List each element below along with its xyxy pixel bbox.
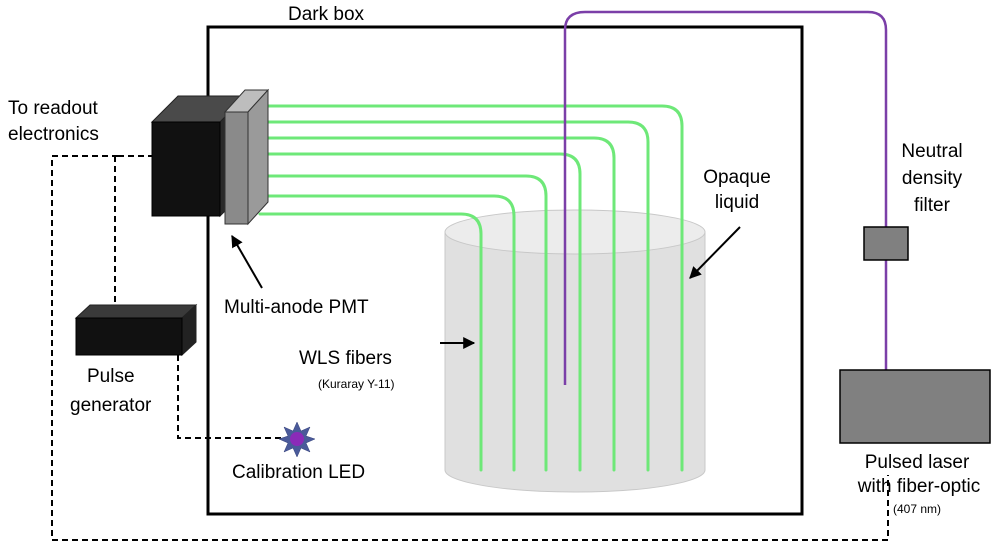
wls-fiber (258, 104, 684, 472)
laser-sublabel: (407 nm) (892, 502, 942, 516)
readout-label-line1: To readout (8, 98, 98, 119)
nd-label-line1: Neutral (901, 141, 963, 162)
pulsed-laser (839, 369, 991, 444)
laser-label-line2: with fiber-optic (857, 476, 981, 497)
opaque-label-line2: liquid (714, 192, 760, 213)
nd-label-line3: filter (914, 195, 950, 216)
laser-fiber (563, 10, 888, 385)
wls-fiber (258, 152, 582, 472)
pmt-arrow (231, 234, 263, 289)
pulse-label-line1: Pulse (87, 366, 135, 387)
multi-anode-pmt (150, 88, 270, 226)
wls-sublabel: (Kuraray Y-11) (318, 377, 395, 391)
wls-fibers (258, 104, 684, 472)
readout-label-line2: electronics (8, 124, 99, 145)
opaque-arrow (689, 226, 741, 279)
dark-box (206, 25, 804, 516)
pmt-label: Multi-anode PMT (224, 297, 369, 318)
wls-fiber (258, 136, 616, 472)
laser-readout-cable (51, 155, 889, 541)
liquid-cylinder (444, 209, 706, 493)
wls-label: WLS fibers (299, 348, 392, 369)
calibration-led (278, 421, 316, 458)
pulse-readout-cable (114, 155, 152, 307)
neutral-density-filter (863, 226, 909, 261)
wls-fiber (258, 120, 650, 472)
pulse-label-line2: generator (70, 395, 152, 416)
opaque-label-line1: Opaque (703, 167, 771, 188)
wls-fiber (258, 194, 516, 472)
pulse-generator (74, 303, 198, 357)
laser-label-line1: Pulsed laser (864, 452, 970, 473)
led-label: Calibration LED (232, 462, 366, 483)
wls-fiber (258, 212, 483, 472)
pulse-led-cable (177, 355, 283, 439)
dark-box-label: Dark box (288, 4, 365, 25)
wls-fiber (258, 174, 548, 472)
nd-label-line2: density (901, 168, 963, 189)
